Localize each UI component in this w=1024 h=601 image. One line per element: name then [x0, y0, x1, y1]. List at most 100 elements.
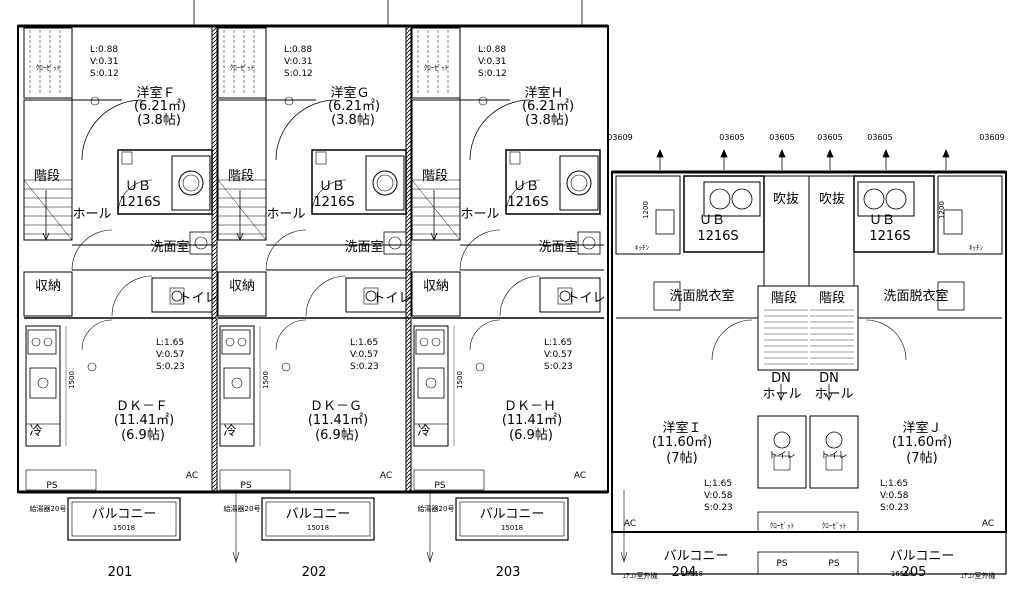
ac-label: AC	[574, 471, 586, 481]
storage-outline	[217, 271, 267, 317]
bedroom-area: (6.21㎡)	[522, 99, 574, 114]
balcony-label: バルコニー	[890, 549, 955, 564]
ps-label: PS	[776, 559, 787, 569]
ub-size-label: 1216S	[869, 229, 910, 244]
dk-name: ＤＫ－Ｆ	[116, 399, 168, 414]
door-swing	[711, 319, 753, 361]
stair-outline	[411, 99, 461, 241]
washbasin-outline	[937, 281, 965, 311]
toilet-bowl	[171, 290, 183, 302]
stair-arrow-head	[825, 392, 833, 402]
stairs-label: 階段	[422, 169, 448, 184]
stair-arrow-head	[430, 232, 438, 242]
sink-outline	[223, 367, 251, 399]
dim-1200-label: 1200	[938, 201, 946, 219]
toilet-room-outline	[757, 415, 807, 489]
stair-diagonal	[23, 179, 73, 241]
stove-burner	[225, 337, 235, 347]
sink-outline	[943, 209, 963, 235]
vent-arrow-head	[826, 148, 834, 158]
vent-arrow-head	[942, 148, 950, 158]
balcony-outline	[67, 497, 181, 541]
pipe-arrow	[232, 551, 240, 564]
vent-mark	[90, 96, 100, 106]
toilet-tank	[557, 287, 573, 305]
dim-1500-label: 1500	[262, 371, 270, 389]
unit-number: 205	[902, 565, 927, 580]
storage-label: 収納	[229, 279, 255, 294]
dk-light-s: S:0.23	[156, 362, 185, 372]
dk-door-swing	[81, 319, 113, 351]
ub-label: ＵＢ	[869, 213, 895, 228]
shower-fixture	[121, 151, 133, 165]
stair-outline	[217, 99, 267, 241]
heater-label: 給湯器20号	[224, 504, 261, 513]
stove-burner	[43, 337, 53, 347]
washbasin-bowl	[388, 236, 402, 250]
dk-light-l: L:1.65	[544, 338, 572, 348]
toilet-bowl	[825, 431, 843, 449]
toilet-tank	[363, 287, 379, 305]
dim-1500-label: 1500	[456, 371, 464, 389]
outdoor-unit-label: ｴｱｺﾝ室外機	[961, 571, 996, 580]
washroom-label: 洗面脱衣室	[883, 288, 948, 304]
bathroom-outline	[505, 149, 601, 215]
stair-arrow-head	[236, 232, 244, 242]
ps-label: PS	[240, 481, 251, 491]
ps-label: PS	[434, 481, 445, 491]
stove-burner	[431, 337, 441, 347]
duct-code: 03605	[817, 133, 842, 142]
stove-burner	[237, 337, 247, 347]
ps-outline	[219, 469, 291, 491]
pipe-arrow	[620, 551, 628, 564]
balcony-label: バルコニー	[664, 549, 729, 564]
kitchen-label: ｷｯﾁﾝ	[635, 244, 649, 252]
stairs-label: 階段	[34, 169, 60, 184]
ps-outline	[757, 551, 859, 575]
light-v: V:0.58	[704, 491, 733, 501]
vent-arrow-head	[778, 148, 786, 158]
shower-fixture	[509, 151, 521, 165]
washroom-door-swing	[459, 229, 501, 271]
balcony-label: バルコニー	[92, 507, 157, 522]
washbasin-bowl	[582, 236, 596, 250]
bath-door-swing	[117, 179, 153, 215]
duct-code: 03609	[979, 133, 1004, 142]
heater-label: 給湯器20号	[418, 504, 455, 513]
balcony-size: 16518	[681, 570, 703, 578]
closet-label: ｸﾛｰｾﾞｯﾄ	[36, 64, 61, 72]
ac-label: AC	[624, 519, 636, 529]
balcony-inner	[71, 501, 177, 537]
dk-area: (11.41㎡)	[308, 413, 368, 428]
bedroom-area: (6.21㎡)	[328, 99, 380, 114]
hall-label: ホール	[72, 207, 111, 222]
washroom-label: 洗面室	[344, 239, 383, 255]
closet-label: ｸﾛｰｾﾞｯﾄ	[770, 522, 795, 530]
duct-code: 03605	[769, 133, 794, 142]
bedroom-light-v: V:0.31	[90, 57, 119, 67]
ub-size-label: 1216S	[697, 229, 738, 244]
toilet-label: トイレ	[768, 451, 795, 461]
bathtub-outline	[365, 155, 405, 211]
toilet-label: トイレ	[820, 451, 847, 461]
door-swing	[865, 319, 907, 361]
ub-label: ＵＢ	[319, 179, 345, 194]
sink-outline	[29, 367, 57, 399]
balcony-label: バルコニー	[286, 507, 351, 522]
unit-number: 204	[672, 565, 697, 580]
ps-label: PS	[46, 481, 57, 491]
bedroom-tatami: (3.8帖)	[137, 113, 181, 128]
bathtub-outline	[857, 181, 915, 217]
sink-drain	[231, 377, 243, 389]
toilet-label: トイレ	[372, 291, 411, 306]
shower-fixture	[315, 151, 327, 165]
dk-tatami: (6.9帖)	[315, 428, 359, 443]
light-s: S:0.23	[880, 503, 909, 513]
balcony-size: 15018	[307, 524, 329, 532]
bedroom-tatami: (7帖)	[666, 451, 697, 466]
dk-area: (11.41㎡)	[502, 413, 562, 428]
bathtub-basin	[885, 188, 907, 210]
dk-area: (11.41㎡)	[114, 413, 174, 428]
stairs-label: 階段	[819, 291, 845, 306]
